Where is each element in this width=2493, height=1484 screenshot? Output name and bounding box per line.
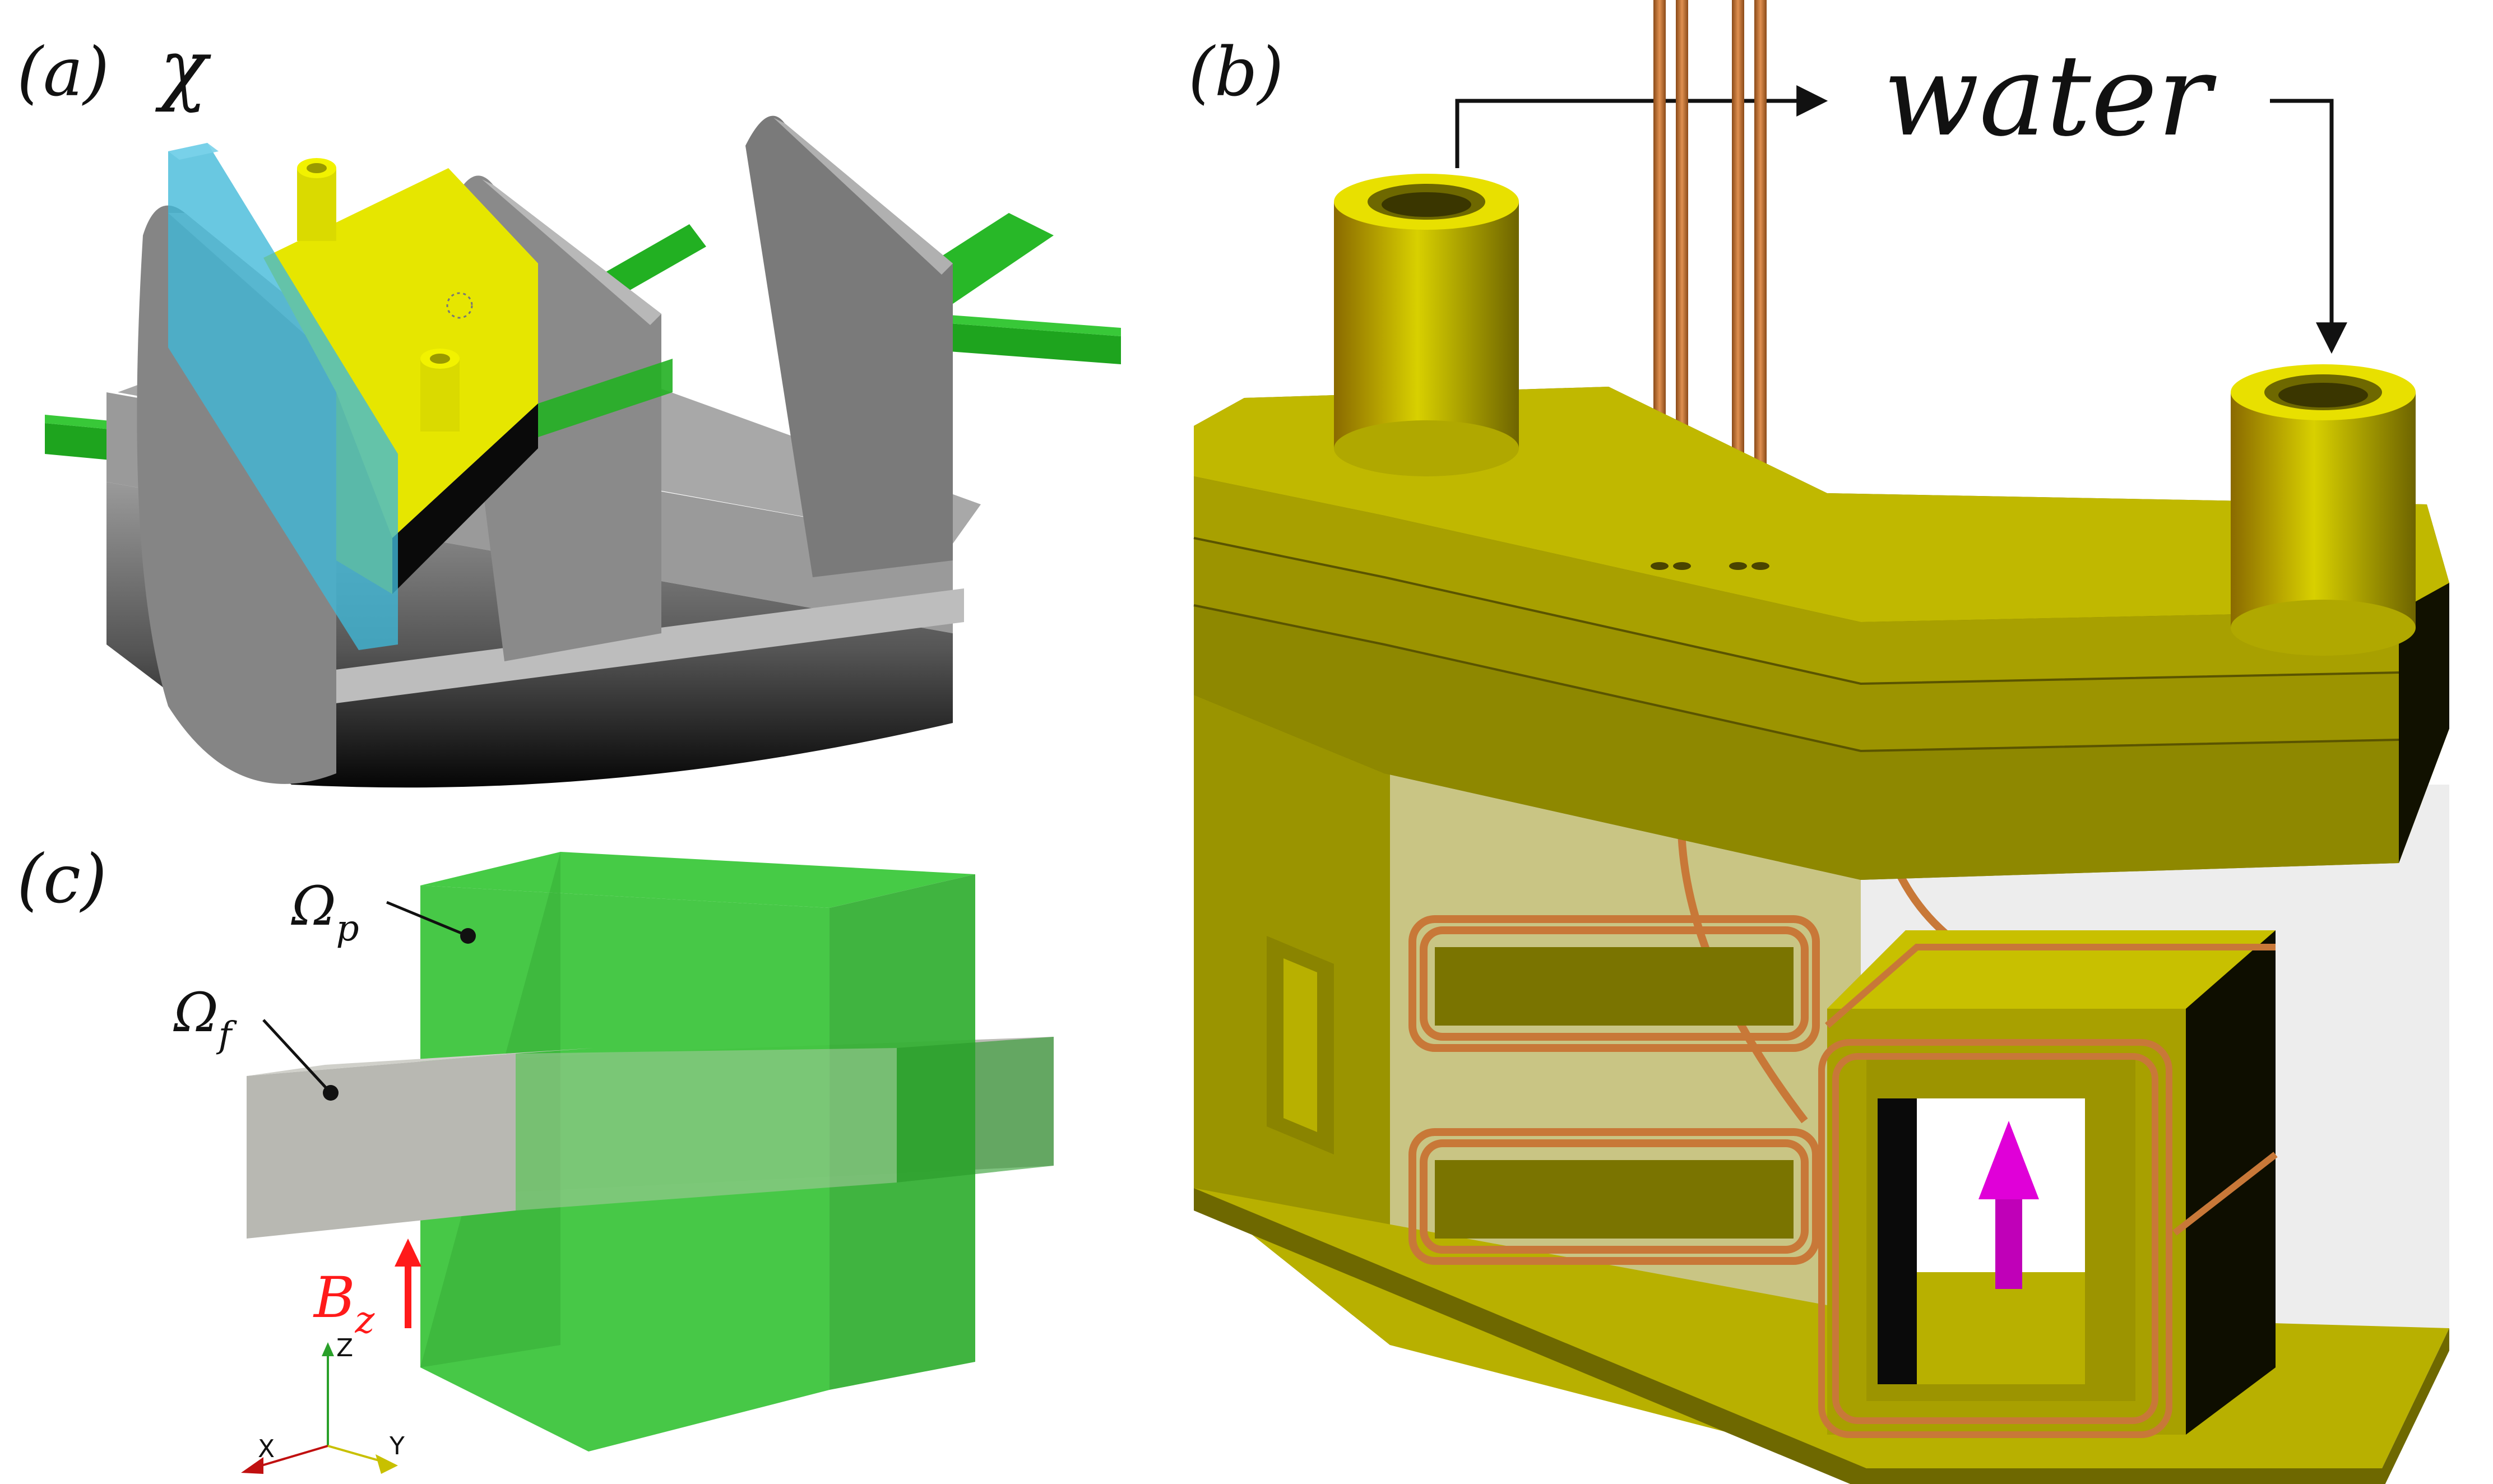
water-outlet-pipe bbox=[2231, 364, 2416, 656]
svg-text:Ωp: Ωp bbox=[291, 875, 359, 949]
omega-p-symbol: Ω bbox=[291, 875, 336, 938]
chi-symbol: χ bbox=[155, 23, 211, 114]
omega-f-annotation: Ωf bbox=[173, 981, 339, 1101]
omega-f-symbol: Ω bbox=[173, 981, 219, 1044]
coil-right bbox=[1818, 930, 2278, 1438]
omega-f-sub: f bbox=[216, 1014, 238, 1056]
panel-a-label: (a) bbox=[17, 34, 109, 112]
axis-z-label: Z bbox=[336, 1334, 353, 1362]
water-label: water bbox=[1883, 31, 2217, 161]
svg-text:Ωf: Ωf bbox=[173, 981, 238, 1056]
omega-p-annotation: Ωp bbox=[291, 875, 476, 949]
magenta-field-arrow bbox=[1978, 1121, 2039, 1289]
bz-sub: z bbox=[355, 1299, 376, 1342]
coil-left bbox=[1408, 806, 1992, 1265]
coil-left-core-lower bbox=[1435, 1160, 1794, 1239]
fluid-bar bbox=[247, 1037, 1054, 1239]
axis-x-label: X bbox=[258, 1435, 275, 1463]
axis-triad: Z X Y bbox=[241, 1334, 405, 1474]
axis-y-label: Y bbox=[389, 1432, 405, 1460]
cyan-plane bbox=[168, 143, 398, 650]
panel-b: (b) water bbox=[1188, 0, 2449, 1484]
svg-text:Bz: Bz bbox=[313, 1265, 376, 1342]
water-outlet-arrow bbox=[2270, 99, 2347, 354]
panel-c-label: (c) bbox=[17, 841, 107, 919]
coil-left-core bbox=[1435, 947, 1794, 1026]
omega-p-sub: p bbox=[336, 908, 359, 949]
water-inlet-arrow bbox=[1455, 85, 1828, 168]
panel-c: (c) Ωp Ωf Bz bbox=[17, 841, 1054, 1474]
water-inlet-pipe bbox=[1334, 174, 1519, 476]
bz-symbol: B bbox=[313, 1265, 355, 1330]
tube-entry-holes bbox=[1651, 562, 1769, 570]
bz-field-annotation: Bz bbox=[313, 1239, 421, 1342]
bz-arrowhead bbox=[395, 1239, 421, 1267]
panel-a: (a) χ bbox=[17, 23, 1121, 788]
green-channel-front bbox=[538, 359, 673, 437]
panel-b-label: (b) bbox=[1188, 34, 1283, 112]
